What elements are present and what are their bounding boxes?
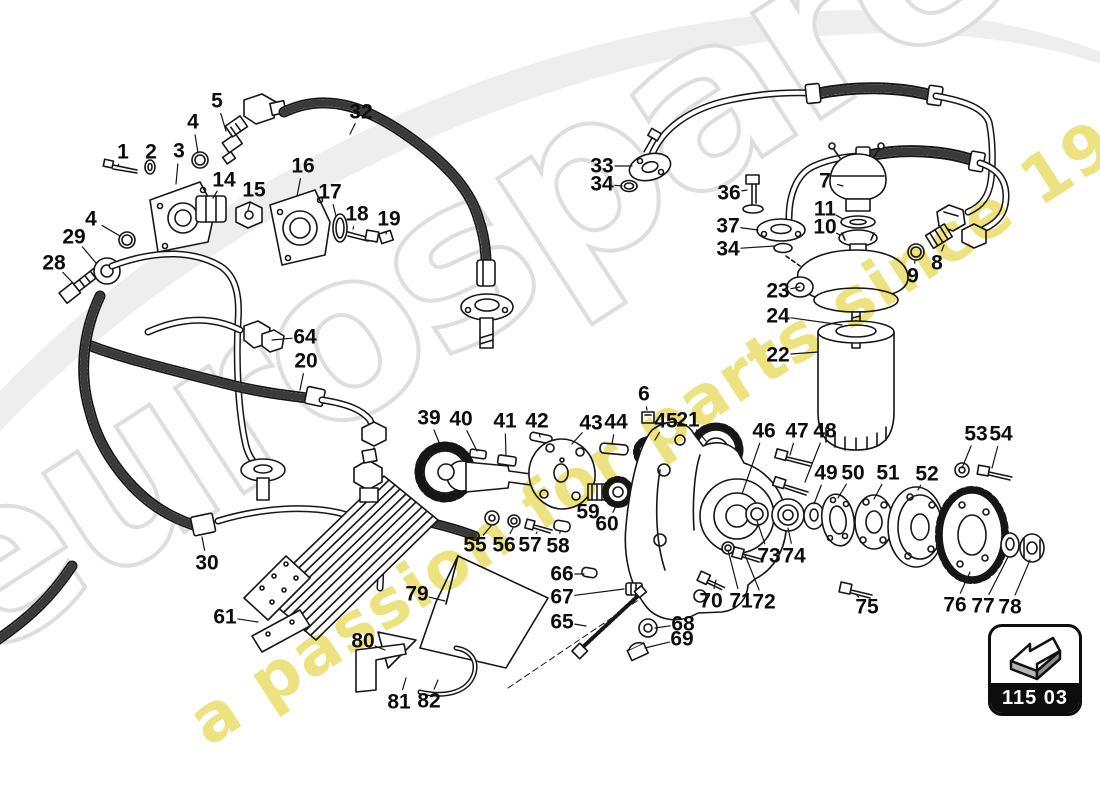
part-number-label[interactable]: 45 [654,409,678,433]
part-number-label[interactable]: 24 [766,304,790,328]
part-number-label[interactable]: 34 [590,172,614,196]
part-number-label[interactable]: 73 [757,544,781,568]
part-number-label[interactable]: 75 [855,595,879,619]
part-number-label[interactable]: 22 [766,343,790,367]
part-number-label[interactable]: 37 [716,214,740,238]
part-number-label[interactable]: 54 [989,422,1013,446]
part-number-label[interactable]: 5 [211,89,223,113]
part-number-label[interactable]: 46 [752,419,776,443]
part-number-label[interactable]: 18 [345,202,369,226]
part-number-label[interactable]: 44 [604,410,628,434]
part-number-label[interactable]: 4 [187,110,199,134]
part-number-label[interactable]: 71 [729,589,753,613]
part-number-label[interactable]: 81 [387,690,411,714]
oil-pressure-sensor [221,115,249,165]
part-number-label[interactable]: 15 [242,178,266,202]
oil-filter-assembly [786,142,909,451]
part-number-label[interactable]: 8 [931,251,943,275]
part-number-label[interactable]: 67 [550,585,574,609]
part-number-label[interactable]: 19 [377,207,401,231]
part-number-label[interactable]: 72 [752,590,776,614]
diagram-code-badge[interactable]: 115 03 [988,624,1082,716]
part-number-label[interactable]: 1 [117,140,129,164]
part-number-label[interactable]: 43 [579,411,603,435]
part-number-label[interactable]: 17 [318,180,342,204]
part-number-label[interactable]: 9 [907,264,919,288]
part-number-label[interactable]: 66 [550,562,574,586]
part-number-label[interactable]: 2 [145,140,157,164]
part-number-label[interactable]: 53 [964,422,988,446]
3d-arrow-left-icon [991,627,1079,683]
part-number-label[interactable]: 78 [998,595,1022,619]
union-fittings-group [907,204,987,261]
part-number-label[interactable]: 80 [351,629,375,653]
diagram-code: 115 03 [991,683,1079,713]
leader-lines [62,112,1031,691]
part-number-label[interactable]: 79 [405,582,429,606]
part-number-label[interactable]: 10 [813,215,837,239]
part-number-label[interactable]: 47 [785,419,809,443]
part-number-label[interactable]: 74 [782,544,806,568]
left-oil-pipes-group [0,231,480,645]
part-number-label[interactable]: 40 [449,407,473,431]
flange-37-group [742,174,806,267]
part-number-label[interactable]: 59 [576,500,600,524]
part-number-label[interactable]: 61 [213,605,237,629]
part-number-label[interactable]: 48 [813,419,837,443]
part-number-label[interactable]: 6 [638,382,650,406]
part-number-label[interactable]: 14 [212,168,236,192]
part-number-label[interactable]: 56 [492,533,516,557]
part-number-label[interactable]: 42 [525,409,549,433]
part-number-label[interactable]: 3 [173,139,185,163]
part-number-label[interactable]: 51 [876,461,900,485]
part-number-label[interactable]: 52 [915,462,939,486]
part-number-label[interactable]: 50 [841,461,865,485]
part-number-label[interactable]: 4 [85,207,97,231]
part-number-label[interactable]: 65 [550,610,574,634]
part-number-label[interactable]: 11 [813,197,837,221]
oil-hose-32 [278,97,514,349]
part-number-label[interactable]: 64 [293,325,317,349]
part-number-label[interactable]: 36 [717,181,741,205]
part-number-label[interactable]: 7 [819,169,831,193]
part-number-label[interactable]: 23 [766,279,790,303]
cooler-brackets-group [355,555,669,697]
part-number-label[interactable]: 60 [595,512,619,536]
part-number-label[interactable]: 34 [716,237,740,261]
part-number-label[interactable]: 39 [417,406,441,430]
part-number-label[interactable]: 76 [943,593,967,617]
part-number-label[interactable]: 70 [699,589,723,613]
part-number-label[interactable]: 28 [42,251,66,275]
part-number-label[interactable]: 41 [493,409,517,433]
part-number-label[interactable]: 20 [294,349,318,373]
part-number-label[interactable]: 29 [62,225,86,249]
part-number-label[interactable]: 33 [590,154,614,178]
part-number-label[interactable]: 49 [814,461,838,485]
part-number-label[interactable]: 58 [546,534,570,558]
part-number-label[interactable]: 16 [291,154,315,178]
part-number-label[interactable]: 55 [463,533,487,557]
oil-cooler [243,448,439,653]
part-number-label[interactable]: 82 [417,689,441,713]
part-number-label[interactable]: 57 [518,533,542,557]
part-number-label[interactable]: 68 [671,612,695,636]
part-number-label[interactable]: 30 [195,551,219,575]
part-number-label[interactable]: 77 [971,594,995,618]
pump-small-parts-group [484,448,1045,662]
part-number-label[interactable]: 21 [676,408,700,432]
front-cover-fittings-group [102,93,395,266]
part-number-label[interactable]: 69 [670,627,694,651]
part-number-label[interactable]: 32 [349,100,373,124]
